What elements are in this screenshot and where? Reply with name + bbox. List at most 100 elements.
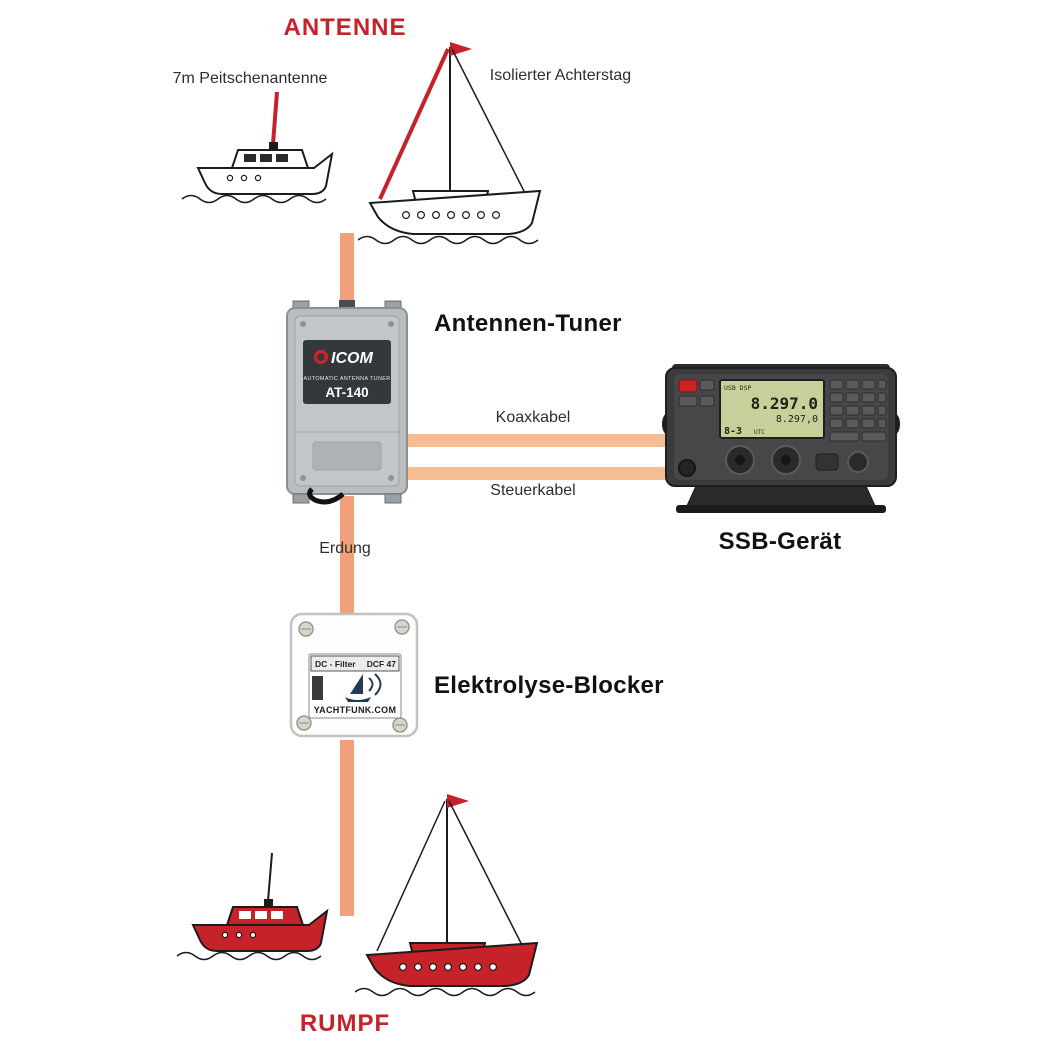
mast-pennant: [447, 794, 469, 808]
keypad-key: [845, 392, 860, 403]
bracket-base: [676, 505, 886, 513]
porthole: [398, 963, 407, 972]
koax-cable: [400, 434, 672, 447]
porthole: [413, 963, 422, 972]
tuner-subtitle: AUTOMATIC ANTENNA TUNER: [303, 376, 390, 382]
porthole: [221, 931, 229, 939]
tuner-title: Antennen-Tuner: [434, 310, 622, 337]
keypad-key: [877, 405, 887, 416]
porthole: [431, 211, 440, 220]
porthole: [443, 963, 452, 972]
keypad-key: [861, 431, 887, 442]
cabin-window: [239, 911, 251, 919]
koax-cable-label: Koaxkabel: [495, 409, 571, 426]
porthole: [416, 211, 425, 220]
function-button: [699, 395, 715, 407]
cabin-window: [260, 154, 272, 162]
serial-tag: [312, 676, 323, 700]
cabin-window: [255, 911, 267, 919]
keypad-key: [829, 431, 860, 442]
blocker-label-right: DCF 47: [367, 659, 397, 669]
keypad-key: [845, 418, 860, 429]
hull-ground-cable: [340, 740, 354, 916]
logo-sail: [350, 674, 363, 694]
keypad-key: [877, 379, 887, 390]
display-utc: UTC: [754, 429, 765, 436]
screw: [388, 475, 394, 481]
water-line: [176, 951, 322, 961]
mast-pennant: [450, 42, 472, 56]
motorboat-hull: [191, 908, 329, 952]
keypad-key: [845, 405, 860, 416]
whip-antenna-line: [271, 91, 279, 145]
tuning-knob: [847, 451, 869, 473]
backstay-label: Isolierter Achterstag: [489, 67, 632, 84]
porthole: [428, 963, 437, 972]
mic-connector: [678, 459, 696, 477]
function-button: [678, 395, 698, 407]
screw: [300, 321, 306, 327]
mount-bracket: [685, 485, 877, 509]
backstay: [376, 800, 446, 952]
porthole: [401, 211, 410, 220]
whip-antenna-line: [267, 852, 273, 902]
ssb-title: SSB-Gerät: [718, 528, 842, 555]
porthole: [458, 963, 467, 972]
ground-pigtail-cable: [307, 487, 345, 505]
antenna-mount: [269, 142, 278, 150]
sailboat-backstay-illustration: [358, 42, 542, 245]
porthole: [240, 174, 248, 182]
logo-radio-waves: [368, 673, 382, 696]
keypad-key: [861, 379, 876, 390]
cabin-window: [271, 911, 283, 919]
keypad-key: [861, 418, 876, 429]
porthole: [254, 174, 262, 182]
insulated-backstay-line: [378, 48, 450, 200]
porthole: [476, 211, 485, 220]
display-frequency-sub: 8.297,0: [776, 414, 818, 425]
keypad-key: [845, 379, 860, 390]
keypad-key: [829, 392, 844, 403]
blocker-brand: YACHTFUNK.COM: [314, 705, 397, 715]
ssb-radio-device: USB DSP 8.297.0 8.297,0 8-3 UTC: [662, 364, 900, 513]
water-line: [355, 987, 536, 997]
keypad: [829, 379, 887, 442]
ground-cable: [340, 496, 354, 618]
rumpf-title: RUMPF: [299, 1010, 391, 1037]
blocker-label-left: DC - Filter: [315, 659, 356, 669]
electrolysis-blocker-device: DC - Filter DCF 47 YACHTFUNK.COM: [289, 612, 419, 738]
antenna-tuner-device: ICOM AUTOMATIC ANTENNA TUNER AT-140: [286, 300, 408, 505]
display-mode-text: USB DSP: [724, 384, 751, 392]
vent-panel: [312, 441, 382, 471]
antenna-feed-cable: [340, 233, 354, 313]
porthole: [446, 211, 455, 220]
lcd-display: [719, 379, 825, 439]
cabin-window: [244, 154, 256, 162]
mount-tab: [384, 493, 402, 504]
porthole: [489, 963, 498, 972]
yachtfunk-sailboat-logo-icon: [345, 673, 382, 702]
forestay: [448, 800, 526, 952]
water-line: [358, 235, 539, 245]
blocker-title: Elektrolyse-Blocker: [434, 672, 664, 699]
porthole: [492, 211, 501, 220]
screws: [296, 619, 410, 733]
icom-logo-icon: [313, 349, 329, 365]
mount-tab: [292, 493, 310, 504]
keypad-key: [877, 392, 887, 403]
water-line: [181, 194, 327, 204]
keypad-key: [861, 405, 876, 416]
volume-knob-center: [781, 455, 791, 465]
blocker-label-strip: [310, 655, 400, 672]
forestay: [451, 48, 529, 200]
whip-antenna-label: 7m Peitschenantenne: [172, 70, 328, 87]
speaker-grille: [815, 453, 839, 471]
distress-button: [678, 379, 698, 393]
cabin-window: [276, 154, 288, 162]
porthole: [249, 931, 257, 939]
screw: [300, 475, 306, 481]
steuer-cable-label: Steuerkabel: [490, 482, 576, 499]
sailboat-hull: [365, 941, 539, 987]
porthole: [461, 211, 470, 220]
motorboat-whip-illustration: [181, 91, 334, 204]
